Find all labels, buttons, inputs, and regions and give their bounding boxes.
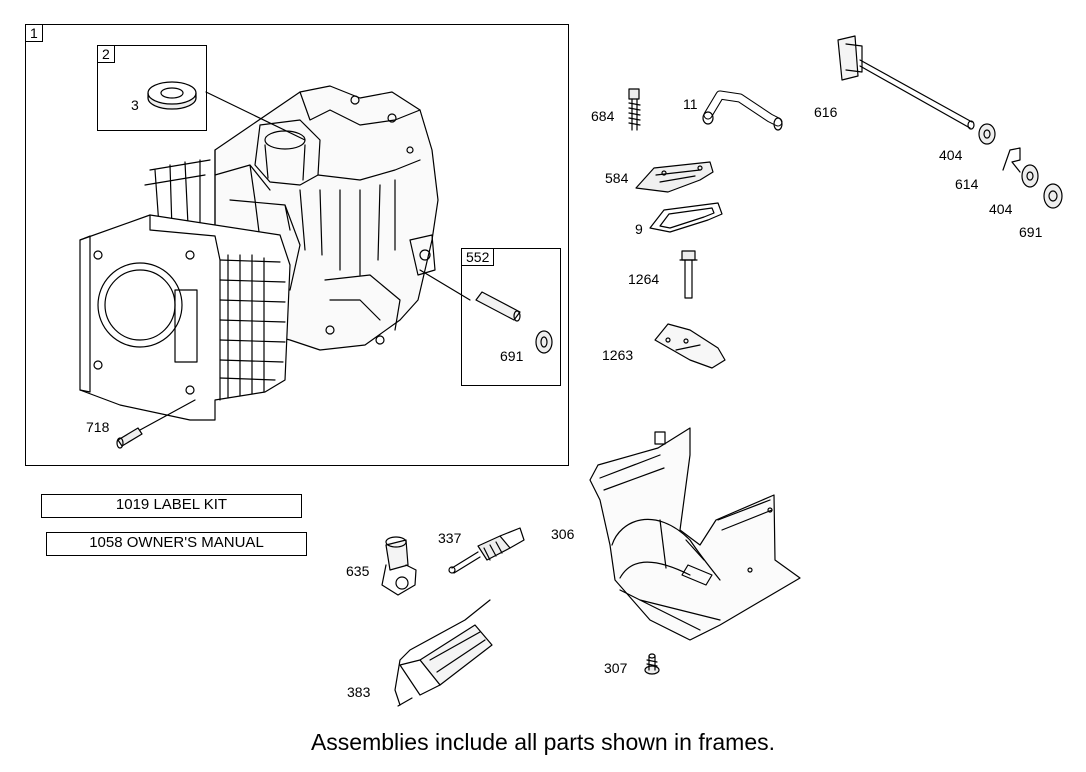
part-label-718: 718 bbox=[86, 419, 110, 435]
part-label-584: 584 bbox=[605, 170, 629, 186]
tube-11-drawing bbox=[703, 95, 782, 130]
part-label-614: 614 bbox=[955, 176, 979, 192]
owners-manual-box: 1058 OWNER'S MANUAL bbox=[46, 532, 307, 556]
pin-552-drawing bbox=[420, 270, 552, 353]
part-label-307: 307 bbox=[604, 660, 628, 676]
part-label-616: 616 bbox=[814, 104, 838, 120]
part-label-383: 383 bbox=[347, 684, 371, 700]
bolt-684-drawing bbox=[629, 89, 640, 130]
part-label-306: 306 bbox=[551, 526, 575, 542]
assemblies-footnote: Assemblies include all parts shown in fr… bbox=[310, 729, 776, 755]
shaft-616-drawing bbox=[838, 36, 974, 129]
bolt-1264-drawing bbox=[680, 251, 697, 298]
part-label-1264: 1264 bbox=[628, 271, 660, 287]
part-label-337: 337 bbox=[438, 530, 462, 546]
part-label-9: 9 bbox=[635, 221, 643, 237]
part-label-3: 3 bbox=[131, 97, 139, 113]
frame-assembly-552 bbox=[461, 248, 561, 386]
part-label-404-b: 404 bbox=[989, 201, 1013, 217]
part-label-11: 11 bbox=[683, 96, 698, 112]
housing-306-drawing bbox=[590, 428, 800, 640]
part-label-691-frame: 691 bbox=[500, 348, 524, 364]
part-label-404-a: 404 bbox=[939, 147, 963, 163]
washers-drawing bbox=[979, 124, 1062, 208]
gasket-9-drawing bbox=[650, 203, 722, 232]
screw-307-drawing bbox=[645, 654, 659, 674]
part-label-1263: 1263 bbox=[602, 347, 634, 363]
shield-1263-drawing bbox=[655, 324, 725, 368]
elbow-635-drawing bbox=[382, 537, 416, 595]
wrench-383-drawing bbox=[395, 600, 492, 706]
part-label-635: 635 bbox=[346, 563, 370, 579]
frame-assembly-1 bbox=[25, 24, 569, 466]
plate-584-drawing bbox=[636, 162, 713, 192]
frame-assembly-2 bbox=[97, 45, 207, 131]
part-label-684: 684 bbox=[591, 108, 615, 124]
frame-tag-1: 1 bbox=[25, 24, 43, 42]
frame-tag-2: 2 bbox=[97, 45, 115, 63]
seal-3-drawing bbox=[148, 82, 305, 140]
label-kit-box: 1019 LABEL KIT bbox=[41, 494, 302, 518]
spark-plug-337-drawing bbox=[449, 528, 524, 573]
part-label-691: 691 bbox=[1019, 224, 1043, 240]
frame-tag-552: 552 bbox=[461, 248, 495, 266]
engine-block-drawing bbox=[80, 86, 438, 448]
